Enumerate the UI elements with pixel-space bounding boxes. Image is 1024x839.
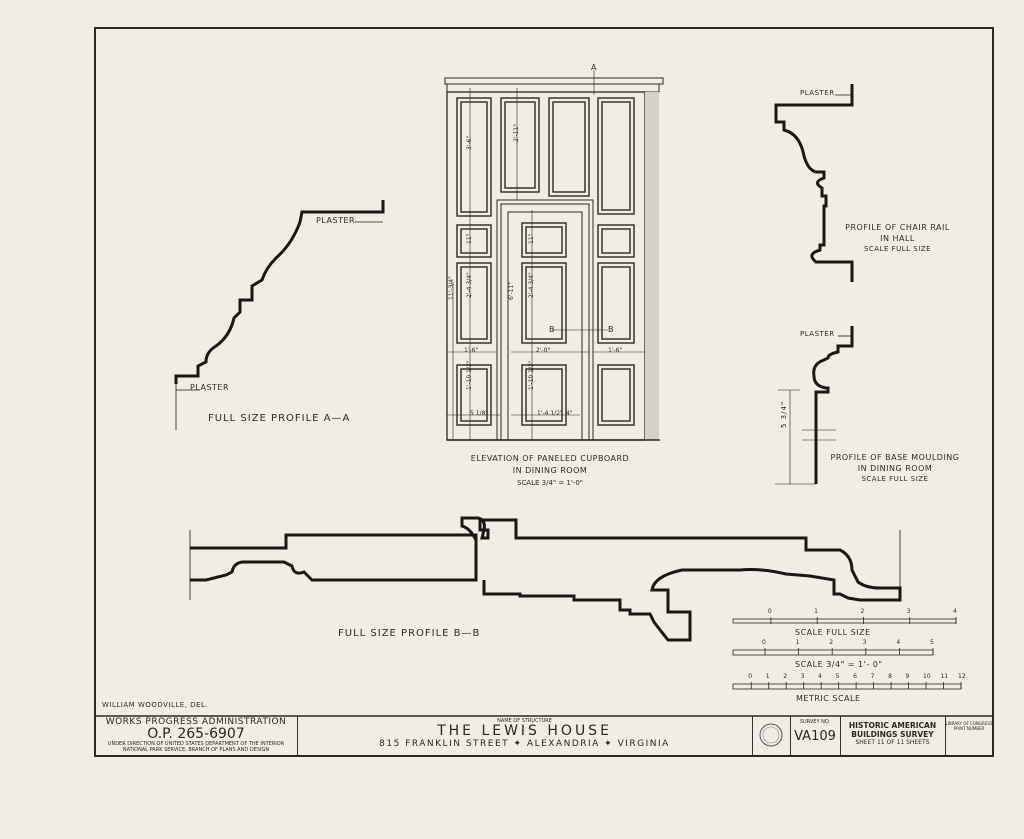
structure-name: THE LEWIS HOUSE: [437, 723, 612, 739]
scale-tick-label: 6: [853, 673, 857, 680]
chair-rail-scale: SCALE FULL SIZE: [863, 245, 932, 253]
title-block-library: LIBRARY OF CONGRESS PRINT NUMBER: [945, 716, 993, 756]
profile-aa-title: FULL SIZE PROFILE A—A: [208, 413, 351, 424]
cupboard-dimension: 1'-6": [608, 347, 623, 354]
scale-tick-label: 4: [818, 673, 822, 680]
cupboard-dimension: 11": [466, 233, 473, 244]
scale-tick-label: 1: [814, 608, 818, 615]
base-title-line2: IN DINING ROOM: [857, 464, 933, 473]
name-label: NAME OF STRUCTURE: [497, 718, 552, 724]
base-dimension: 5 3/4": [780, 400, 788, 428]
scale-tick-label: 8: [888, 673, 892, 680]
chair-rail-title-line1: PROFILE OF CHAIR RAIL: [845, 223, 950, 232]
cupboard-dimension: 2'-4 3/4": [528, 272, 535, 298]
structure-address: 815 FRANKLIN STREET ✦ ALEXANDRIA ✦ VIRGI…: [379, 739, 670, 749]
title-block-habs: HISTORIC AMERICAN BUILDINGS SURVEY SHEET…: [840, 716, 946, 756]
sheet-border: [94, 27, 994, 757]
scale-tick-label: 11: [940, 673, 949, 680]
delineator: WILLIAM WOODVILLE, DEL.: [102, 701, 209, 709]
cupboard-dimension: 1'-10 1/2": [528, 360, 535, 390]
cupboard-dimension: 1'-10 1/2": [466, 360, 473, 390]
cupboard-dimension: 11'-3/4": [448, 276, 455, 300]
scale-tick-label: 10: [923, 673, 931, 680]
scale-tick-label: 0: [767, 608, 772, 615]
section-mark-a: A: [591, 63, 597, 72]
cupboard-dimension: 11": [528, 233, 535, 244]
agency-name: WORKS PROGRESS ADMINISTRATION: [105, 717, 287, 727]
scale-tick-label: 3: [800, 673, 805, 680]
seal-cell: [752, 716, 791, 756]
scale-tick-label: 0: [748, 673, 753, 680]
section-mark-b-right: B: [608, 325, 614, 334]
cupboard-dimension: 6'-11": [508, 281, 515, 300]
cupboard-dimension: 2'-4 3/4": [466, 272, 473, 298]
chair-rail-title: PROFILE OF CHAIR RAIL IN HALL SCALE FULL…: [840, 222, 955, 255]
scale-tick-label: 3: [906, 608, 911, 615]
scale-tick-label: 2: [829, 639, 834, 646]
scale-tick-label: 5: [835, 673, 840, 680]
base-moulding-title: PROFILE OF BASE MOULDING IN DINING ROOM …: [830, 452, 960, 485]
scale-tick-label: 4: [953, 608, 957, 615]
sheet-number: SHEET 11 OF 11 SHEETS: [855, 739, 930, 746]
cupboard-title-line2: IN DINING ROOM: [512, 466, 588, 475]
direction-line2: NATIONAL PARK SERVICE, BRANCH OF PLANS A…: [122, 747, 270, 753]
scale-full-size-label: SCALE FULL SIZE: [795, 628, 871, 637]
base-title-line1: PROFILE OF BASE MOULDING: [830, 453, 960, 462]
cupboard-dimension: 4": [566, 410, 573, 417]
library-line2: PRINT NUMBER: [953, 726, 985, 731]
cupboard-title: ELEVATION OF PANELED CUPBOARD IN DINING …: [440, 453, 660, 489]
op-number: O.P. 265-6907: [147, 726, 245, 742]
plaster-label-aa-top: PLASTER: [316, 216, 356, 225]
title-block-agency: WORKS PROGRESS ADMINISTRATION O.P. 265-6…: [95, 716, 298, 756]
profile-bb-drawing: [189, 516, 902, 642]
plaster-label-chair-rail: PLASTER: [800, 89, 835, 97]
scale-tick-label: 3: [862, 639, 867, 646]
habs-line2: BUILDINGS SURVEY: [851, 730, 934, 739]
cupboard-dimension: 2'-11": [513, 123, 520, 142]
base-moulding-profile-drawing: [775, 326, 854, 485]
title-block-survey: SURVEY NO. VA109: [790, 716, 841, 756]
section-mark-b-left: B: [549, 325, 555, 334]
scale-bar-metric: [732, 683, 962, 690]
scale-tick-label: 9: [905, 673, 910, 680]
scale-bar-full-size: [732, 618, 957, 624]
survey-number: VA109: [794, 729, 836, 744]
cupboard-scale: SCALE 3/4" = 1'-0": [516, 479, 584, 487]
scale-tick-label: 4: [896, 639, 901, 646]
cupboard-dimension: 3'-6": [466, 135, 473, 150]
cupboard-elevation-drawing: [444, 70, 664, 441]
plaster-label-base: PLASTER: [800, 330, 835, 338]
habs-line1: HISTORIC AMERICAN: [848, 721, 937, 730]
chair-rail-title-line2: IN HALL: [880, 234, 915, 243]
cupboard-dimension: 5 1/8": [470, 410, 489, 417]
scale-tick-label: 0: [762, 639, 766, 646]
plaster-label-aa-bottom: PLASTER: [190, 383, 230, 392]
base-scale: SCALE FULL SIZE: [861, 475, 929, 483]
title-block-structure: NAME OF STRUCTURE THE LEWIS HOUSE 815 FR…: [297, 716, 753, 756]
cupboard-dimension: 2'-0": [536, 347, 551, 354]
scale-bar-3-4-inch: [732, 649, 934, 656]
survey-label: SURVEY NO.: [799, 719, 831, 725]
cupboard-dimension: 1'-4 1/2": [537, 410, 563, 417]
scale-tick-label: 2: [783, 673, 788, 680]
cupboard-title-line1: ELEVATION OF PANELED CUPBOARD: [470, 454, 630, 463]
scale-tick-label: 5: [930, 639, 934, 646]
scale-tick-label: 7: [870, 673, 875, 680]
metric-scale-label: METRIC SCALE: [796, 694, 861, 703]
scale-tick-label: 12: [958, 673, 966, 680]
chair-rail-profile-drawing: [774, 84, 854, 282]
library-line1: LIBRARY OF CONGRESS: [945, 721, 993, 726]
scale-tick-label: 1: [795, 639, 800, 646]
seal-emblem: [759, 723, 783, 747]
direction-line1: UNDER DIRECTION OF UNITED STATES DEPARTM…: [107, 741, 285, 747]
cupboard-dimension: 1'-6": [464, 347, 479, 354]
profile-aa-drawing: [174, 200, 385, 430]
profile-bb-title: FULL SIZE PROFILE B—B: [338, 628, 481, 639]
scale-3-4-label: SCALE 3/4" = 1'- 0": [795, 660, 883, 669]
scale-tick-label: 1: [765, 673, 770, 680]
scale-tick-label: 2: [860, 608, 865, 615]
